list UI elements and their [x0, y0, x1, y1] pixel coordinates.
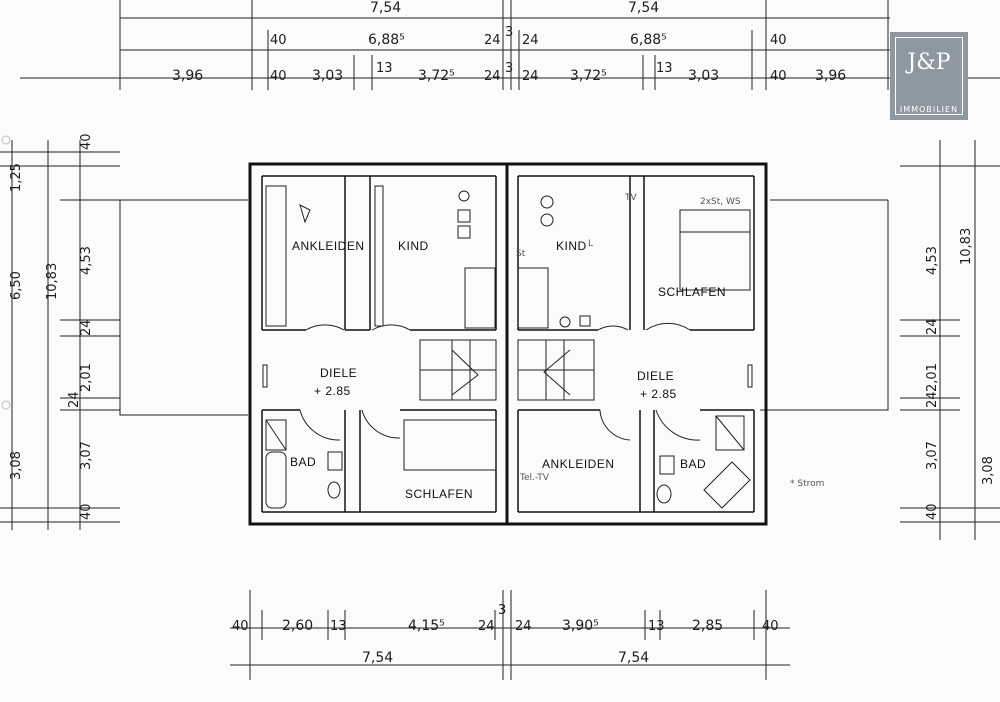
punch-hole-bottom: [1, 400, 11, 410]
dim-left-6: 2,01: [79, 363, 94, 392]
dim-top-row2-0: 40: [270, 33, 287, 48]
dim-right-3: 2,01: [925, 363, 940, 392]
punch-hole-top: [1, 135, 11, 145]
dim-top-row3-0: 3,96: [172, 68, 203, 84]
dim-top-row2-5: 6,88⁵: [630, 32, 667, 48]
dim-top-row3-2: 3,03: [312, 68, 343, 84]
dim-top-row3-7: 24: [522, 69, 539, 84]
dim-top-row3-11: 40: [770, 69, 787, 84]
note-lamp: L: [588, 239, 593, 249]
room-labels: ANKLEIDEN KIND KIND SCHLAFEN DIELE + 2.8…: [290, 239, 726, 501]
dim-bottom-row1-7: 3,90⁵: [562, 618, 599, 634]
room-ankleiden-left: ANKLEIDEN: [292, 239, 365, 253]
dim-right-6: 40: [925, 503, 940, 520]
note-tv: TV: [624, 193, 637, 203]
dim-right-5: 3,07: [925, 441, 940, 470]
dim-left-2: 4,53: [79, 246, 94, 275]
dim-top-row3-9: 13: [656, 61, 673, 76]
logo-mark: J&P: [907, 50, 951, 75]
building-walls: [248, 162, 768, 526]
handwritten-notes: * Strom TV St Tel.-TV 2xSt, WS L: [516, 193, 824, 489]
dim-bottom-row1-8: 13: [648, 619, 665, 634]
right-dimension-labels: 4,53 10,83 24 2,01 24 3,07 40 3,08: [925, 228, 996, 520]
neighbour-building-outlines: [119, 199, 889, 416]
fixtures: [262, 185, 753, 509]
dim-top-row2-6: 40: [770, 33, 787, 48]
dim-top-row3-8: 3,72⁵: [570, 68, 607, 84]
dim-right-1: 10,83: [959, 228, 974, 265]
dim-top-row1-left: 7,54: [370, 0, 401, 16]
note-tel: Tel.-TV: [519, 473, 550, 483]
dim-bottom-row1-6: 24: [515, 619, 532, 634]
room-diele-left: DIELE: [320, 366, 357, 380]
left-dimension-labels: 40 1,25 4,53 6,50 10,83 24 2,01 24 3,07 …: [9, 133, 94, 520]
dim-left-3: 6,50: [9, 271, 24, 300]
dim-right-4: 24: [925, 391, 940, 408]
dim-bottom-row1-1: 2,60: [282, 618, 313, 634]
dim-left-4: 10,83: [45, 263, 60, 300]
room-kind-left: KIND: [398, 239, 429, 253]
room-diele-left-level: + 2.85: [314, 384, 351, 398]
door-swings: [299, 322, 701, 441]
dim-left-5: 24: [79, 319, 94, 336]
dim-top-row2-3: 3: [505, 25, 513, 40]
note-wst: 2xSt, WS: [700, 197, 741, 207]
dim-top-row3-10: 3,03: [688, 68, 719, 84]
dim-right-7: 3,08: [981, 456, 996, 485]
dim-top-row3-6: 3: [505, 61, 513, 76]
dim-right-0: 4,53: [925, 246, 940, 275]
dim-bottom-row1-2: 13: [330, 619, 347, 634]
note-strom: * Strom: [790, 479, 824, 489]
top-dimension-lines: [20, 0, 1000, 90]
note-st: St: [516, 249, 526, 259]
right-dimension-lines: [900, 140, 1000, 540]
logo-frame: [895, 37, 963, 115]
dim-top-row3-1: 40: [270, 69, 287, 84]
left-dimension-lines: [0, 140, 120, 530]
room-schlafen-right: SCHLAFEN: [658, 285, 726, 299]
room-bad-left: BAD: [290, 455, 316, 469]
brand-logo: J&P IMMOBILIEN: [890, 32, 968, 120]
room-bad-right: BAD: [680, 457, 706, 471]
room-kind-right: KIND: [556, 239, 587, 253]
room-schlafen-left: SCHLAFEN: [405, 487, 473, 501]
room-diele-right: DIELE: [637, 369, 674, 383]
dim-top-row2-1: 6,88⁵: [368, 32, 405, 48]
dim-left-1: 1,25: [9, 163, 24, 192]
dim-top-row2-2: 24: [484, 33, 501, 48]
dim-bottom-row2-0: 7,54: [362, 650, 393, 666]
dim-bottom-row1-10: 40: [762, 619, 779, 634]
room-ankleiden-right: ANKLEIDEN: [542, 457, 615, 471]
dim-top-row1-right: 7,54: [628, 0, 659, 16]
dim-bottom-row2-1: 7,54: [618, 650, 649, 666]
dim-bottom-row1-5: 3: [498, 603, 506, 618]
dim-top-row3-12: 3,96: [815, 68, 846, 84]
logo-subtitle: IMMOBILIEN: [899, 105, 959, 114]
dim-left-9: 3,08: [9, 451, 24, 480]
dim-bottom-row1-4: 24: [478, 619, 495, 634]
dim-top-row2-4: 24: [522, 33, 539, 48]
bottom-dimension-lines: [230, 590, 790, 680]
dim-left-8: 3,07: [79, 441, 94, 470]
dim-left-10: 40: [79, 503, 94, 520]
dim-left-0: 40: [79, 133, 94, 150]
dim-top-row3-5: 24: [484, 69, 501, 84]
dim-bottom-row1-9: 2,85: [692, 618, 723, 634]
dim-left-7: 24: [67, 391, 82, 408]
dim-bottom-row1-3: 4,15⁵: [408, 618, 445, 634]
dim-top-row3-4: 3,72⁵: [418, 68, 455, 84]
dim-right-2: 24: [925, 318, 940, 335]
dim-top-row3-3: 13: [376, 61, 393, 76]
room-diele-right-level: + 2.85: [640, 387, 677, 401]
staircases: [419, 339, 595, 401]
dim-bottom-row1-0: 40: [232, 619, 249, 634]
